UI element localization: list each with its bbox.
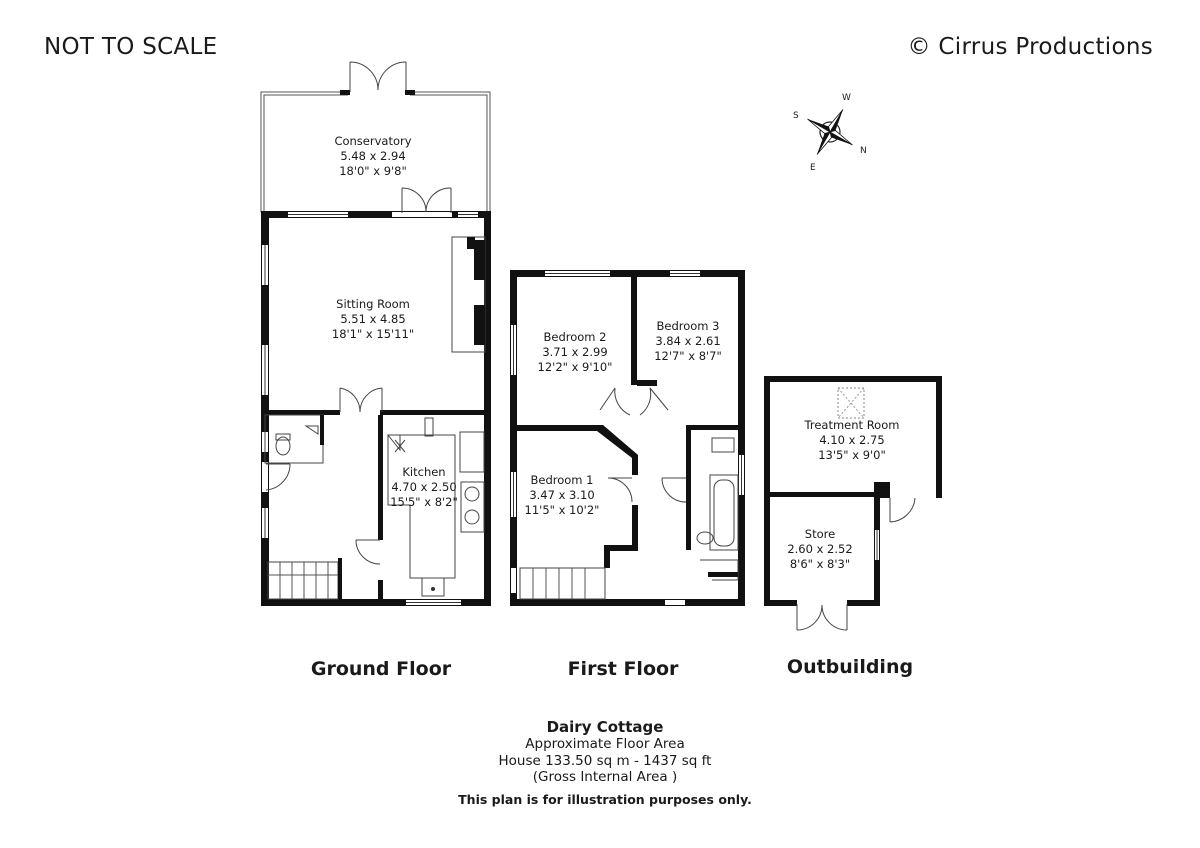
- room-name: Store: [805, 527, 835, 541]
- room-treatment-room: Treatment Room 4.10 x 2.75 13'5" x 9'0": [804, 418, 900, 462]
- outbuilding-plan: [764, 376, 942, 631]
- area-value: House 133.50 sq m - 1437 sq ft: [498, 752, 712, 769]
- room-metric: 4.10 x 2.75: [819, 433, 884, 447]
- room-store: Store 2.60 x 2.52 8'6" x 8'3": [787, 527, 852, 571]
- room-imperial: 18'1" x 15'11": [332, 327, 414, 341]
- room-name: Bedroom 2: [544, 330, 607, 344]
- ground-floor-plan: [260, 61, 491, 606]
- compass-letter-s: S: [793, 111, 799, 121]
- area-heading: Approximate Floor Area: [525, 736, 685, 752]
- room-imperial: 12'7" x 8'7": [654, 349, 722, 363]
- room-name: Treatment Room: [804, 418, 900, 432]
- room-imperial: 8'6" x 8'3": [790, 557, 850, 571]
- compass-letter-n: N: [860, 146, 867, 156]
- room-name: Bedroom 3: [657, 319, 720, 333]
- room-imperial: 12'2" x 9'10": [538, 360, 613, 374]
- room-metric: 5.51 x 4.85: [340, 312, 405, 326]
- room-metric: 5.48 x 2.94: [340, 149, 405, 163]
- room-metric: 2.60 x 2.52: [787, 542, 852, 556]
- room-metric: 3.84 x 2.61: [655, 334, 720, 348]
- compass-letter-w: W: [842, 93, 851, 103]
- room-kitchen: Kitchen 4.70 x 2.50 15'5" x 8'2": [390, 465, 458, 509]
- plan-footer: Dairy Cottage Approximate Floor Area Hou…: [405, 718, 805, 807]
- room-name: Bedroom 1: [531, 473, 594, 487]
- room-metric: 4.70 x 2.50: [391, 480, 456, 494]
- room-name: Conservatory: [334, 134, 411, 148]
- room-bedroom-1: Bedroom 1 3.47 x 3.10 11'5" x 10'2": [525, 473, 600, 517]
- room-name: Sitting Room: [336, 297, 410, 311]
- room-conservatory: Conservatory 5.48 x 2.94 18'0" x 9'8": [334, 134, 411, 178]
- first-floor-plan: [510, 270, 745, 606]
- area-note: (Gross Internal Area ): [532, 769, 678, 785]
- room-name: Kitchen: [402, 465, 445, 479]
- compass-rose-icon: [807, 109, 853, 155]
- floor-label-outbuilding: Outbuilding: [787, 656, 913, 678]
- disclaimer: This plan is for illustration purposes o…: [458, 791, 752, 807]
- copyright-notice: © Cirrus Productions: [907, 34, 1153, 60]
- floor-label-ground: Ground Floor: [311, 658, 452, 680]
- room-sitting-room: Sitting Room 5.51 x 4.85 18'1" x 15'11": [332, 297, 414, 341]
- room-metric: 3.47 x 3.10: [529, 488, 594, 502]
- property-name: Dairy Cottage: [546, 718, 664, 736]
- room-bedroom-2: Bedroom 2 3.71 x 2.99 12'2" x 9'10": [538, 330, 613, 374]
- room-imperial: 13'5" x 9'0": [818, 448, 886, 462]
- room-imperial: 11'5" x 10'2": [525, 503, 600, 517]
- scale-note: NOT TO SCALE: [44, 34, 218, 60]
- room-imperial: 18'0" x 9'8": [339, 164, 407, 178]
- room-metric: 3.71 x 2.99: [542, 345, 607, 359]
- compass-letter-e: E: [810, 163, 816, 173]
- room-imperial: 15'5" x 8'2": [390, 495, 458, 509]
- floor-label-first: First Floor: [568, 658, 679, 680]
- room-bedroom-3: Bedroom 3 3.84 x 2.61 12'7" x 8'7": [654, 319, 722, 363]
